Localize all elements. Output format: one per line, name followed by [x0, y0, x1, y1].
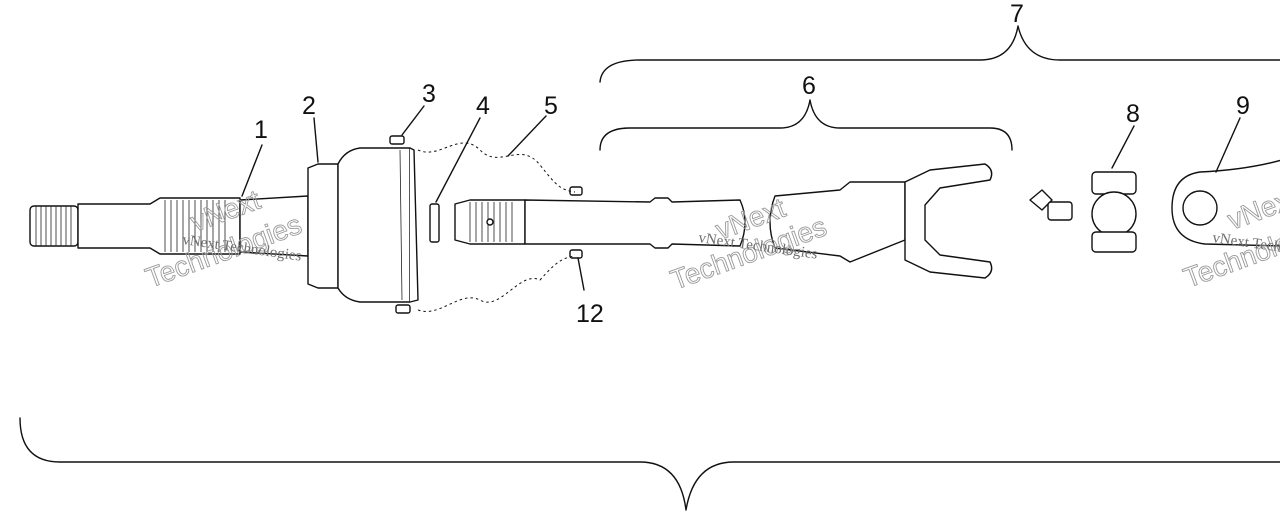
callout-2: 2	[302, 92, 316, 120]
part-1-axle-shaft	[29, 195, 309, 257]
grease-fitting	[1029, 189, 1073, 221]
bottom-assembly-brace	[19, 417, 1280, 511]
brace-7	[599, 25, 1280, 83]
leader-9	[1215, 117, 1241, 173]
callout-9: 9	[1236, 92, 1250, 120]
part-12-clamp-upper	[569, 186, 583, 196]
leader-12	[577, 257, 585, 291]
part-4-ring	[429, 203, 440, 243]
part-12-clamp	[569, 249, 583, 259]
callout-12: 12	[576, 300, 604, 328]
leader-4	[435, 117, 481, 203]
part-2-cv-housing	[307, 147, 419, 303]
part-5-boot	[417, 142, 576, 193]
part-9-yoke	[1171, 159, 1280, 247]
callout-8: 8	[1126, 100, 1140, 128]
part-3-clamp	[389, 135, 405, 145]
leader-2	[313, 117, 319, 163]
callout-6: 6	[802, 72, 816, 100]
brace-6	[599, 99, 1013, 151]
leader-5	[507, 115, 547, 157]
part-3-clamp-lower	[395, 304, 411, 314]
leader-3	[401, 105, 425, 136]
part-5-boot-lower	[417, 255, 576, 312]
callout-7: 7	[1010, 0, 1024, 28]
callout-3: 3	[422, 80, 436, 108]
callout-5: 5	[544, 92, 558, 120]
leader-8	[1111, 125, 1135, 169]
callout-4: 4	[476, 92, 490, 120]
part-8-cross-bearing	[1091, 171, 1137, 253]
part-6-slip-shaft	[454, 163, 993, 279]
leader-1	[241, 144, 263, 197]
callout-1: 1	[254, 116, 268, 144]
